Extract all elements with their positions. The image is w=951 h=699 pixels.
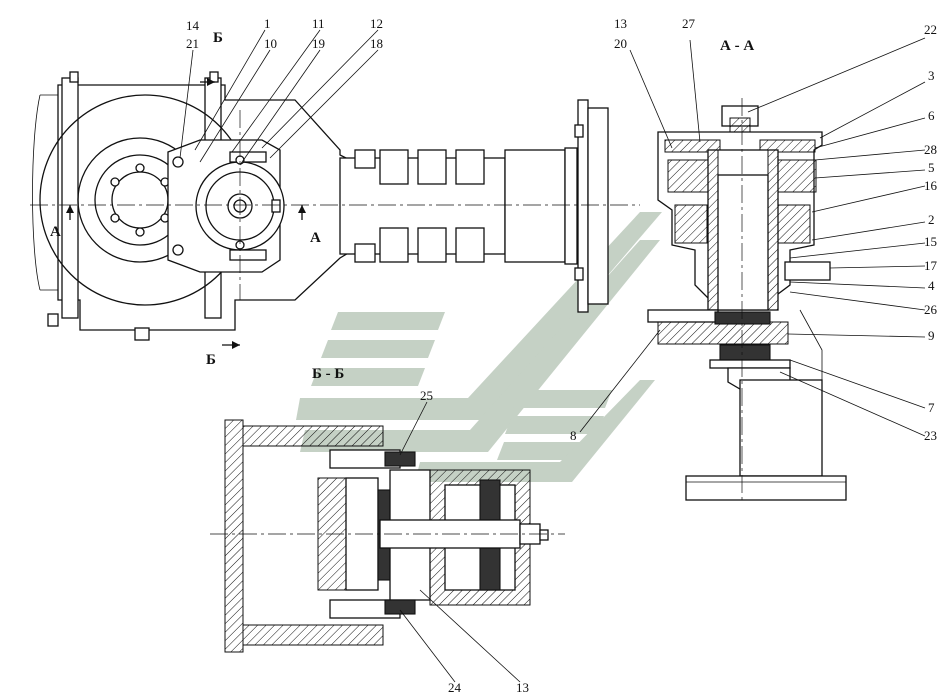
cut-label-b-bottom: Б [206, 352, 216, 368]
callout-label: 13 [516, 680, 529, 695]
callout-label: 1 [264, 16, 271, 31]
section-arrow-b-bottom [222, 341, 240, 349]
callout-label: 11 [312, 16, 325, 31]
callout-label: 26 [924, 302, 938, 317]
callout-label: 15 [924, 234, 937, 249]
callout-label: 3 [928, 68, 935, 83]
callout-label: 23 [924, 428, 937, 443]
callout-label: 28 [924, 142, 937, 157]
callout-label: 17 [924, 258, 938, 273]
callout-label: 9 [928, 328, 935, 343]
callout-label: 21 [186, 36, 199, 51]
cut-label-a-left: А [50, 224, 61, 240]
section-arrow-b-top [200, 78, 215, 86]
section-arrow-a-right [298, 205, 306, 220]
callout-label: 12 [370, 16, 383, 31]
section-aa-view [647, 98, 847, 501]
callout-label: 6 [928, 108, 935, 123]
callout-label: 5 [928, 160, 935, 175]
callout-label: 27 [682, 16, 696, 31]
callout-label: 16 [924, 178, 938, 193]
callout-label: 24 [448, 680, 462, 695]
callout-label: 10 [264, 36, 277, 51]
callout-label: 19 [312, 36, 325, 51]
leader-lines [179, 29, 926, 683]
callout-label: 8 [570, 428, 577, 443]
callout-label: 14 [186, 18, 200, 33]
cut-label-b-top: Б [213, 30, 223, 46]
callout-label: 22 [924, 22, 937, 37]
callout-label: 4 [928, 278, 935, 293]
section-title-bb: Б - Б [312, 366, 344, 382]
section-arrow-a-left [66, 205, 74, 220]
section-bb-view [210, 419, 565, 653]
callout-label: 13 [614, 16, 627, 31]
cut-label-a-right: А [310, 230, 321, 246]
callout-label: 18 [370, 36, 383, 51]
front-view [30, 71, 640, 349]
callout-label: 25 [420, 388, 433, 403]
callout-label: 20 [614, 36, 627, 51]
callout-label: 2 [928, 212, 935, 227]
callout-label: 7 [928, 400, 935, 415]
section-title-aa: А - А [720, 38, 754, 54]
